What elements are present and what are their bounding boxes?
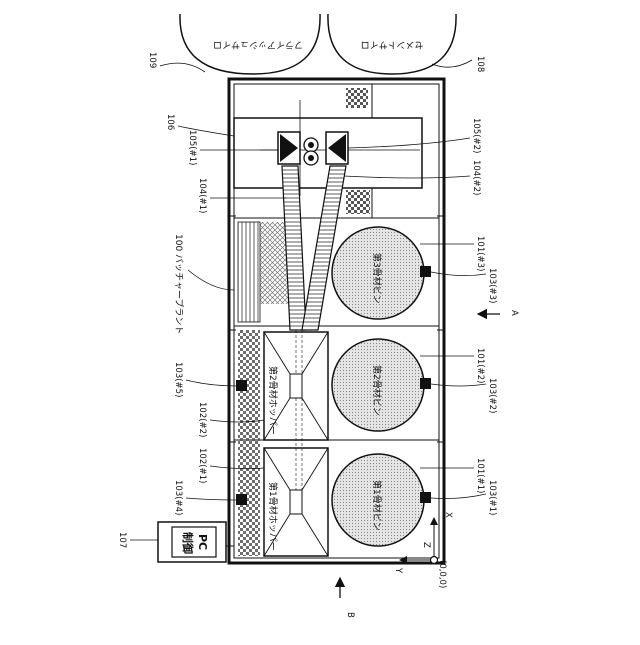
ref-105-1: 105(#1) (187, 130, 197, 165)
ref-107: 107 (117, 532, 127, 548)
control-pc-label-2: PC (196, 534, 209, 550)
ref-101-1: 101(#1) (475, 458, 485, 493)
checker-block-left (238, 330, 260, 556)
sensor-103-2 (420, 378, 431, 389)
ref-108: 108 (475, 56, 485, 72)
cement-silo: セメントサイロ (328, 14, 456, 74)
ref-105-2: 105(#2) (471, 118, 481, 153)
ref-104-1: 104(#1) (197, 178, 207, 213)
conveyor-1 (282, 166, 306, 330)
sensor-103-3 (420, 266, 431, 277)
ref-103-2: 103(#2) (487, 378, 497, 413)
axis-x-label: X (443, 512, 453, 518)
mixer-hopper-2 (326, 132, 348, 164)
ref-106: 106 (165, 114, 175, 130)
mixer-hopper-1 (278, 132, 300, 164)
stair-grid (238, 222, 260, 322)
sensor-103-4 (236, 494, 247, 505)
control-pc-label-1: 制御 (181, 532, 195, 554)
bin-1-label: 第1骨材ビン (371, 480, 383, 531)
ref-103-3: 103(#3) (487, 268, 497, 303)
ref-102-1: 102(#1) (197, 448, 207, 483)
hopper-1-label: 第1骨材ホッパー (267, 482, 279, 551)
bin-3-label: 第3骨材ビン (371, 253, 383, 304)
bin-2-label: 第2骨材ビン (371, 365, 383, 416)
axis-origin-label: (0,0,0) (437, 560, 447, 588)
cement-silo-label: セメントサイロ (361, 39, 424, 50)
checker-block-mid (346, 190, 370, 214)
control-pc: 制御 PC (158, 522, 226, 562)
ref-109: 109 (147, 52, 157, 68)
ref-103-1: 103(#1) (487, 480, 497, 515)
fly-ash-silo-label: フライアッシュサイロ (213, 39, 303, 50)
ref-103-5: 103(#5) (173, 362, 183, 397)
hopper-2-label: 第2骨材ホッパー (267, 366, 279, 435)
axis-y-label: Y (393, 567, 403, 574)
ref-103-4: 103(#4) (173, 480, 183, 515)
ref-101-3: 101(#3) (475, 236, 485, 271)
fly-ash-silo: フライアッシュサイロ (180, 14, 320, 74)
ref-102-2: 102(#2) (197, 402, 207, 437)
arrow-b-label: B (345, 612, 355, 618)
axis-z-label: Z (421, 542, 431, 548)
sensor-103-1 (420, 492, 431, 503)
arrow-a-label: A (509, 310, 519, 316)
ref-104-2: 104(#2) (471, 160, 481, 195)
checker-block-top (346, 88, 368, 108)
ref-101-2: 101(#2) (475, 348, 485, 383)
plant-label: 100 バッチャープラント (173, 234, 184, 334)
sensor-103-5 (236, 380, 247, 391)
